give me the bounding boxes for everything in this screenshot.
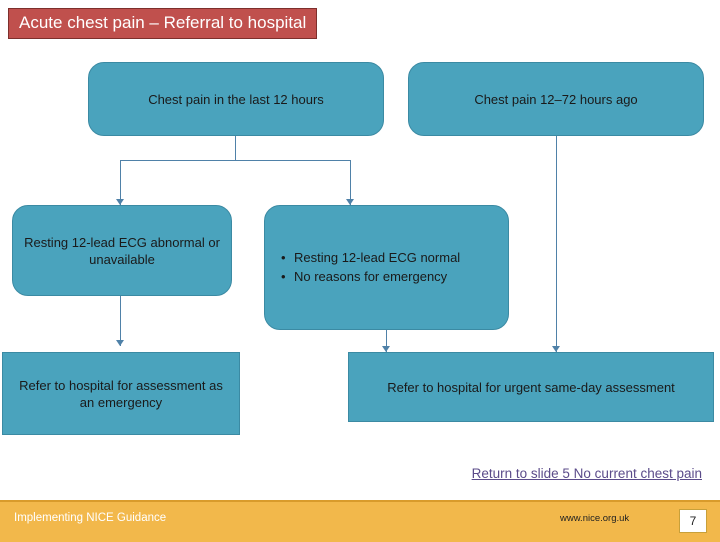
connector-left-down-to-midright	[350, 160, 351, 205]
arrow-to-bottom-right	[552, 346, 560, 352]
connector-left-down-to-midleft	[120, 160, 121, 205]
arrow-to-mid-right	[346, 199, 354, 205]
flow-box-ecg-normal[interactable]: Resting 12-lead ECG normal No reasons fo…	[264, 205, 509, 330]
page-number: 7	[679, 509, 707, 533]
bullet-item: No reasons for emergency	[281, 268, 460, 286]
bullet-item: Resting 12-lead ECG normal	[281, 249, 460, 267]
arrow-to-mid-left	[116, 199, 124, 205]
flow-box-refer-same-day[interactable]: Refer to hospital for urgent same-day as…	[348, 352, 714, 422]
flow-box-chest-pain-12-72-hours[interactable]: Chest pain 12–72 hours ago	[408, 62, 704, 136]
flow-box-label: Chest pain 12–72 hours ago	[474, 91, 638, 107]
footer-website: www.nice.org.uk	[560, 513, 630, 524]
flow-box-refer-emergency[interactable]: Refer to hospital for assessment as an e…	[2, 352, 240, 435]
footer-implementing-text: Implementing NICE Guidance	[14, 512, 167, 524]
connector-topright-to-bottomright	[556, 136, 557, 352]
flow-box-label: Resting 12-lead ECG abnormal or unavaila…	[24, 234, 220, 267]
arrow-to-bottom-left	[116, 340, 124, 346]
flow-box-label: Chest pain in the last 12 hours	[148, 91, 324, 107]
bullet-list: Resting 12-lead ECG normal No reasons fo…	[281, 249, 460, 287]
flow-box-chest-pain-12-hours[interactable]: Chest pain in the last 12 hours	[88, 62, 384, 136]
connector-midright-to-bottomright	[386, 330, 387, 352]
page-title: Acute chest pain – Referral to hospital	[8, 8, 318, 39]
connector-midleft-to-bottomleft	[120, 296, 121, 346]
footer-bar	[0, 500, 720, 542]
flow-box-label: Refer to hospital for assessment as an e…	[19, 377, 223, 410]
return-to-slide-link[interactable]: Return to slide 5 No current chest pain	[471, 466, 702, 481]
flow-box-label: Refer to hospital for urgent same-day as…	[387, 379, 675, 395]
arrow-to-bottom-right-left	[382, 346, 390, 352]
connector-left-horizontal	[120, 160, 350, 161]
flow-box-ecg-abnormal[interactable]: Resting 12-lead ECG abnormal or unavaila…	[12, 205, 232, 296]
connector-left-stem	[235, 136, 236, 161]
